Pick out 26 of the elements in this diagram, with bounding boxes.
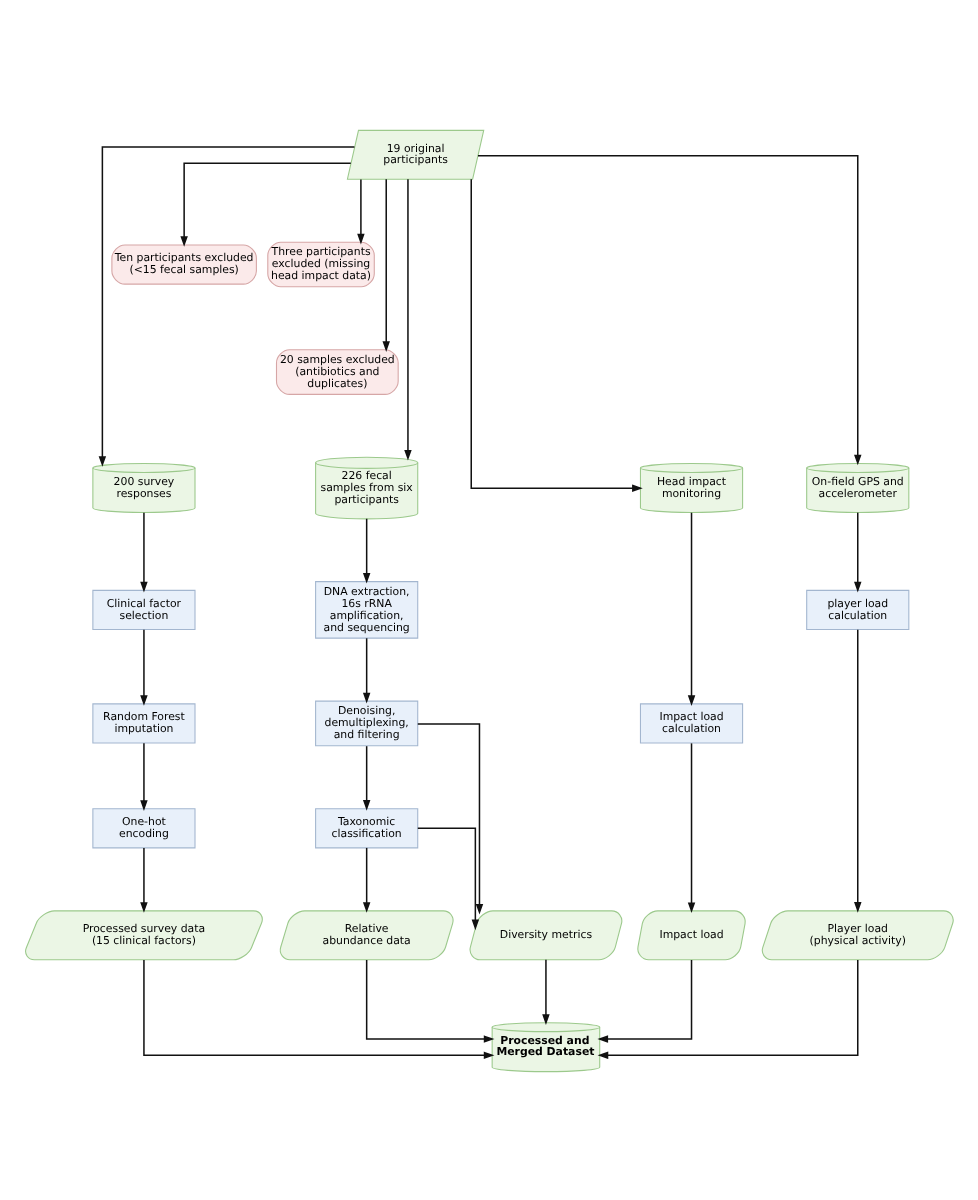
- arrow: [417, 722, 484, 914]
- arrow: [362, 636, 371, 703]
- arrow: [687, 511, 696, 706]
- arrow: [687, 741, 696, 913]
- arrow: [854, 510, 862, 592]
- arrow: [417, 826, 480, 930]
- arrow: [140, 741, 148, 810]
- arrow: [382, 177, 390, 351]
- arrow: [140, 510, 148, 592]
- arrow: [542, 958, 550, 1024]
- arrow: [143, 958, 495, 1059]
- arrow: [597, 958, 859, 1059]
- arrow: [470, 177, 643, 491]
- arrow: [180, 161, 352, 246]
- arrow: [140, 846, 148, 912]
- arrow: [98, 145, 356, 466]
- arrow: [362, 846, 371, 912]
- arrow: [365, 958, 495, 1042]
- arrow: [854, 628, 862, 912]
- arrow: [477, 154, 862, 465]
- arrow: [140, 627, 148, 705]
- arrow: [597, 958, 693, 1042]
- arrow: [362, 517, 371, 583]
- arrow: [404, 177, 412, 460]
- arrow: [362, 744, 371, 810]
- arrow: [357, 177, 365, 244]
